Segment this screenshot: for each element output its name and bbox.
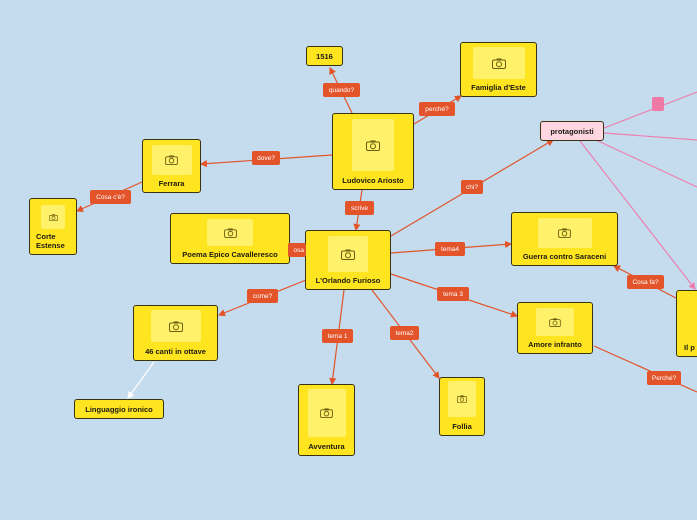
node-title: Follia xyxy=(452,422,472,431)
node-title: Il p xyxy=(684,343,695,352)
image-placeholder xyxy=(536,308,574,336)
camera-icon xyxy=(558,228,571,238)
image-placeholder xyxy=(328,236,368,272)
node-title: Corte Estense xyxy=(36,232,65,250)
node-title: 46 canti in ottave xyxy=(145,347,206,356)
label-perche[interactable]: perché? xyxy=(419,102,455,116)
node-protagonisti[interactable]: protagonisti xyxy=(540,121,604,141)
label-tema1[interactable]: tema 1 xyxy=(322,329,353,343)
node-title: Linguaggio ironico xyxy=(85,404,153,414)
image-placeholder xyxy=(307,389,346,437)
node-46-canti[interactable]: 46 canti in ottave xyxy=(133,305,218,361)
image-placeholder xyxy=(537,218,592,248)
node-poema-epico[interactable]: Poema Epico Cavalleresco xyxy=(170,213,290,264)
camera-icon xyxy=(223,227,237,238)
label-cosa-e[interactable]: Cosa c'è? xyxy=(90,190,131,204)
label-tema2[interactable]: tema2 xyxy=(390,326,419,340)
connector-pink-2 xyxy=(603,132,697,141)
node-title: Ludovico Ariosto xyxy=(342,176,404,185)
node-title: L'Orlando Furioso xyxy=(315,276,381,285)
node-title: Avventura xyxy=(308,442,345,451)
node-title: protagonisti xyxy=(550,126,594,136)
label-tema4[interactable]: tema4 xyxy=(435,242,465,256)
camera-icon xyxy=(457,395,467,403)
image-placeholder xyxy=(448,381,476,417)
node-ferrara[interactable]: Ferrara xyxy=(142,139,201,193)
camera-icon xyxy=(491,58,506,69)
image-placeholder xyxy=(41,205,65,229)
node-title: Ferrara xyxy=(158,179,185,188)
node-orlando-furioso[interactable]: L'Orlando Furioso xyxy=(305,230,391,290)
label-perche-2[interactable]: Perché? xyxy=(647,371,681,385)
node-partial-right[interactable]: Il p xyxy=(676,290,697,357)
camera-icon xyxy=(366,140,380,151)
image-placeholder xyxy=(472,47,525,79)
camera-icon xyxy=(549,317,561,327)
pink-marker xyxy=(652,97,664,111)
label-tema3[interactable]: tema 3 xyxy=(437,287,469,301)
node-avventura[interactable]: Avventura xyxy=(298,384,355,456)
node-guerra-saraceni[interactable]: Guerra contro Saraceni xyxy=(511,212,618,266)
camera-icon xyxy=(341,249,355,260)
label-scrive[interactable]: scrive xyxy=(345,201,374,215)
connector-canti-linguaggio xyxy=(127,361,155,399)
node-linguaggio-ironico[interactable]: Linguaggio ironico xyxy=(74,399,164,419)
image-placeholder xyxy=(151,145,192,175)
connector-pink-1 xyxy=(603,91,697,129)
label-cosa-fa[interactable]: Cosa fa? xyxy=(627,275,664,289)
node-amore-infranto[interactable]: Amore infranto xyxy=(517,302,593,354)
connector-pink-3 xyxy=(595,139,697,188)
connector-pink-4 xyxy=(579,140,696,290)
node-famiglia-deste[interactable]: Famiglia d'Este xyxy=(460,42,537,97)
camera-icon xyxy=(168,321,183,332)
camera-icon xyxy=(48,213,58,221)
node-title: Poema Epico Cavalleresco xyxy=(182,250,278,259)
image-placeholder xyxy=(352,119,394,171)
node-1516[interactable]: 1516 xyxy=(306,46,343,66)
node-title: Famiglia d'Este xyxy=(471,83,526,92)
node-title: Guerra contro Saraceni xyxy=(522,252,607,261)
label-dove[interactable]: dove? xyxy=(252,151,280,165)
label-chi[interactable]: chi? xyxy=(461,180,483,194)
camera-icon xyxy=(165,155,178,165)
image-placeholder xyxy=(207,219,253,246)
label-quando[interactable]: quando? xyxy=(323,83,360,97)
node-title: 1516 xyxy=(316,51,333,61)
label-come[interactable]: come? xyxy=(247,289,278,303)
node-follia[interactable]: Follia xyxy=(439,377,485,436)
node-title: Amore infranto xyxy=(528,340,582,349)
node-ludovico-ariosto[interactable]: Ludovico Ariosto xyxy=(332,113,414,190)
label-cosa-partial[interactable]: osa xyxy=(288,243,306,257)
camera-icon xyxy=(320,408,333,418)
image-placeholder xyxy=(150,310,201,342)
node-corte-estense[interactable]: Corte Estense xyxy=(29,198,77,255)
